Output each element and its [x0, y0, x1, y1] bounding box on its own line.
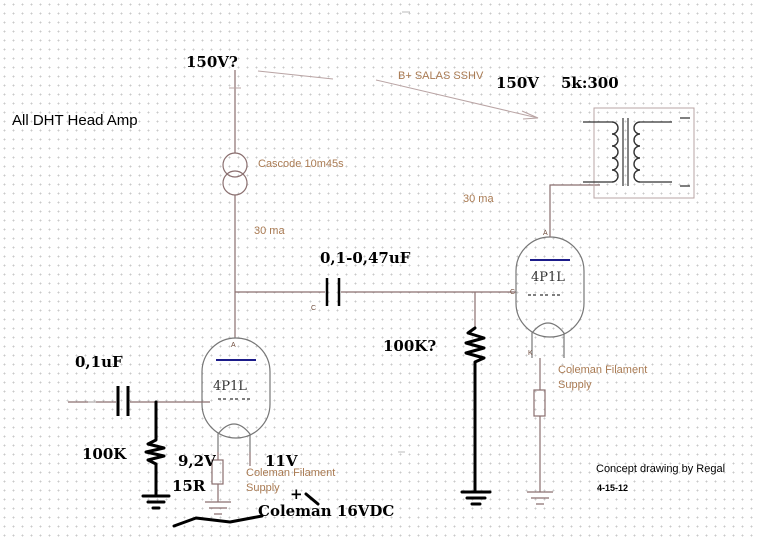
tube-2-ground	[527, 416, 553, 505]
diagram-title: All DHT Head Amp	[12, 112, 138, 129]
input-cap-value: 0,1uF	[75, 353, 123, 371]
input-grid-resistor-value: 100K	[82, 445, 127, 463]
tube-2-grid-pin: C	[510, 289, 515, 296]
input-capacitor	[116, 386, 130, 416]
supply-voltage-output-stage: 150V	[496, 74, 539, 92]
tube-1-filament-note-line2: Supply	[246, 482, 280, 494]
cascode-note: Cascode 10m45s	[258, 158, 344, 170]
tube-2-anode-pin: A	[543, 230, 548, 237]
bplus-note: B+ SALAS SSHV	[398, 70, 484, 82]
tube-2-label: 4P1L	[531, 270, 565, 285]
bplus-arrowhead	[521, 110, 539, 120]
tube-2-k-pin: K	[528, 350, 533, 357]
filament-voltage-2: 11V	[265, 452, 298, 470]
tube-1	[201, 337, 271, 452]
supply-rail-stub	[257, 70, 334, 80]
tube-1-ground	[205, 484, 231, 515]
tube-1-anode-pin: A	[231, 342, 236, 349]
concept-date: 4-15-12	[597, 483, 628, 493]
plus-sign: +	[290, 485, 303, 503]
tube-2	[515, 236, 585, 358]
bplus-arrow-line	[375, 79, 539, 119]
cascode-current-source	[222, 152, 248, 196]
filament-resistor-value: 15R	[172, 477, 206, 495]
coleman-scribble	[172, 492, 320, 528]
output-grid-resistor	[464, 326, 486, 374]
coupling-capacitor	[325, 278, 341, 306]
tube-2-plate-wire	[549, 184, 600, 237]
supply-voltage-first-stage: 150V?	[186, 53, 238, 71]
coupling-cap-pin-label: C	[311, 305, 316, 312]
transformer-ratio: 5k:300	[561, 74, 619, 92]
stage1-current-note: 30 ma	[254, 225, 285, 237]
output-grid-resistor-value: 100K?	[383, 337, 436, 355]
tube-2-filament-resistor	[533, 389, 546, 417]
tube-1-label: 4P1L	[213, 379, 247, 394]
coupling-cap-value: 0,1-0,47uF	[320, 249, 411, 267]
stray-marks	[88, 11, 410, 453]
concept-note: Concept drawing by Regal	[596, 463, 725, 475]
filament-voltage-1: 9,2V	[178, 452, 216, 470]
input-grid-resistor	[141, 400, 171, 510]
coleman-16vdc-label: Coleman 16VDC	[258, 502, 394, 520]
tube-1-filament-note-line1: Coleman Filament	[246, 467, 335, 479]
tube-2-filament-note-line2: Supply	[558, 379, 592, 391]
stage2-current-note: 30 ma	[463, 193, 494, 205]
tube-2-filament-note-line1: Coleman Filament	[558, 364, 647, 376]
output-grid-ground	[460, 370, 492, 506]
output-transformer	[583, 107, 695, 199]
